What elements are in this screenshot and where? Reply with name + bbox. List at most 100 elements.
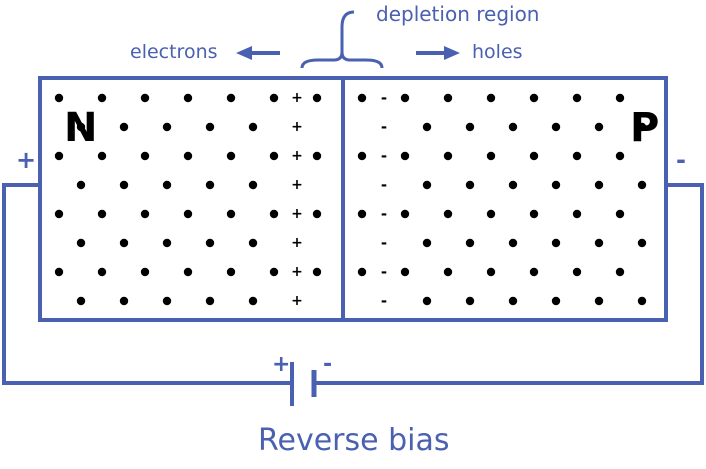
acceptor-ion-sign: - [381, 263, 387, 281]
p-region-label: P [630, 105, 660, 151]
free-carrier-dot [140, 93, 150, 103]
donor-ion-sign: + [291, 264, 303, 280]
free-carrier-dot [76, 122, 86, 132]
free-carrier-dot [140, 151, 150, 161]
free-carrier-dot [183, 209, 193, 219]
caption-reverse-bias: Reverse bias [258, 423, 450, 458]
free-carrier-dot [400, 151, 410, 161]
acceptor-ion-sign: - [381, 292, 387, 310]
free-carrier-dot [400, 267, 410, 277]
free-carrier-dot [54, 151, 64, 161]
free-carrier-dot [357, 151, 367, 161]
free-carrier-dot [486, 209, 496, 219]
free-carrier-dot [183, 267, 193, 277]
free-carrier-dot [54, 209, 64, 219]
free-carrier-dot [76, 180, 86, 190]
free-carrier-dot [529, 267, 539, 277]
free-carrier-dot [465, 238, 475, 248]
free-carrier-dot [312, 209, 322, 219]
free-carrier-dot [508, 238, 518, 248]
holes-label: holes [472, 41, 523, 63]
donor-ion-sign: + [291, 90, 303, 106]
free-carrier-dot [162, 296, 172, 306]
free-carrier-dot [54, 93, 64, 103]
free-carrier-dot [615, 93, 625, 103]
battery-negative-sign: - [323, 352, 333, 377]
free-carrier-dot [551, 122, 561, 132]
free-carrier-dot [248, 122, 258, 132]
free-carrier-dot [443, 267, 453, 277]
free-carrier-dot [357, 209, 367, 219]
free-carrier-dot [357, 267, 367, 277]
free-carrier-dot [594, 238, 604, 248]
holes-arrow [416, 46, 460, 60]
free-carrier-dot [269, 209, 279, 219]
free-carrier-dot [119, 122, 129, 132]
free-carrier-dot [97, 93, 107, 103]
free-carrier-dot [269, 93, 279, 103]
free-carrier-dot [97, 267, 107, 277]
free-carrier-dot [226, 267, 236, 277]
free-carrier-dot [226, 209, 236, 219]
free-carrier-dot [312, 93, 322, 103]
free-carrier-dot [76, 238, 86, 248]
free-carrier-dot [422, 238, 432, 248]
free-carrier-dot [486, 93, 496, 103]
circuit-wires [2, 76, 704, 406]
junction-outline [38, 76, 668, 322]
free-carrier-dot [529, 209, 539, 219]
free-carrier-dot [312, 151, 322, 161]
acceptor-ion-sign: - [381, 147, 387, 165]
donor-ion-sign: + [291, 293, 303, 309]
free-carrier-dot [572, 209, 582, 219]
free-carrier-dot [529, 151, 539, 161]
free-carrier-dot [637, 296, 647, 306]
free-carrier-dot [162, 238, 172, 248]
free-carrier-dot [465, 296, 475, 306]
free-carrier-dot [248, 296, 258, 306]
acceptor-ion-sign: - [381, 176, 387, 194]
donor-ion-sign: + [291, 148, 303, 164]
free-carrier-dot [615, 151, 625, 161]
free-carrier-dot [551, 180, 561, 190]
free-carrier-dot [76, 296, 86, 306]
free-carrier-dot [119, 180, 129, 190]
depletion-brace [300, 10, 384, 69]
free-carrier-dot [594, 296, 604, 306]
free-carrier-dot [269, 267, 279, 277]
acceptor-ion-sign: - [381, 118, 387, 136]
free-carrier-dot [572, 267, 582, 277]
free-carrier-dot [443, 93, 453, 103]
free-carrier-dot [486, 267, 496, 277]
free-carrier-dot [400, 209, 410, 219]
free-carrier-dot [508, 296, 518, 306]
free-carrier-dot [97, 209, 107, 219]
free-carrier-dot [226, 151, 236, 161]
left-terminal-sign: + [16, 146, 37, 174]
free-carrier-dot [529, 93, 539, 103]
free-carrier-dot [140, 267, 150, 277]
right-wire [314, 183, 704, 385]
free-carrier-dot [54, 267, 64, 277]
acceptor-ion-sign: - [381, 89, 387, 107]
free-carrier-dot [637, 180, 647, 190]
free-carrier-dot [572, 93, 582, 103]
left-wire [2, 183, 292, 385]
charge-carriers: ++++++++-------- [54, 89, 647, 310]
free-carrier-dot [119, 296, 129, 306]
free-carrier-dot [162, 180, 172, 190]
donor-ion-sign: + [291, 235, 303, 251]
free-carrier-dot [357, 93, 367, 103]
free-carrier-dot [97, 151, 107, 161]
free-carrier-dot [422, 180, 432, 190]
depletion-region-label: depletion region [376, 2, 540, 26]
battery-positive-sign: + [272, 352, 291, 377]
free-carrier-dot [119, 238, 129, 248]
free-carrier-dot [615, 267, 625, 277]
free-carrier-dot [486, 151, 496, 161]
acceptor-ion-sign: - [381, 205, 387, 223]
free-carrier-dot [637, 122, 647, 132]
acceptor-ion-sign: - [381, 234, 387, 252]
electrons-label: electrons [130, 41, 218, 63]
